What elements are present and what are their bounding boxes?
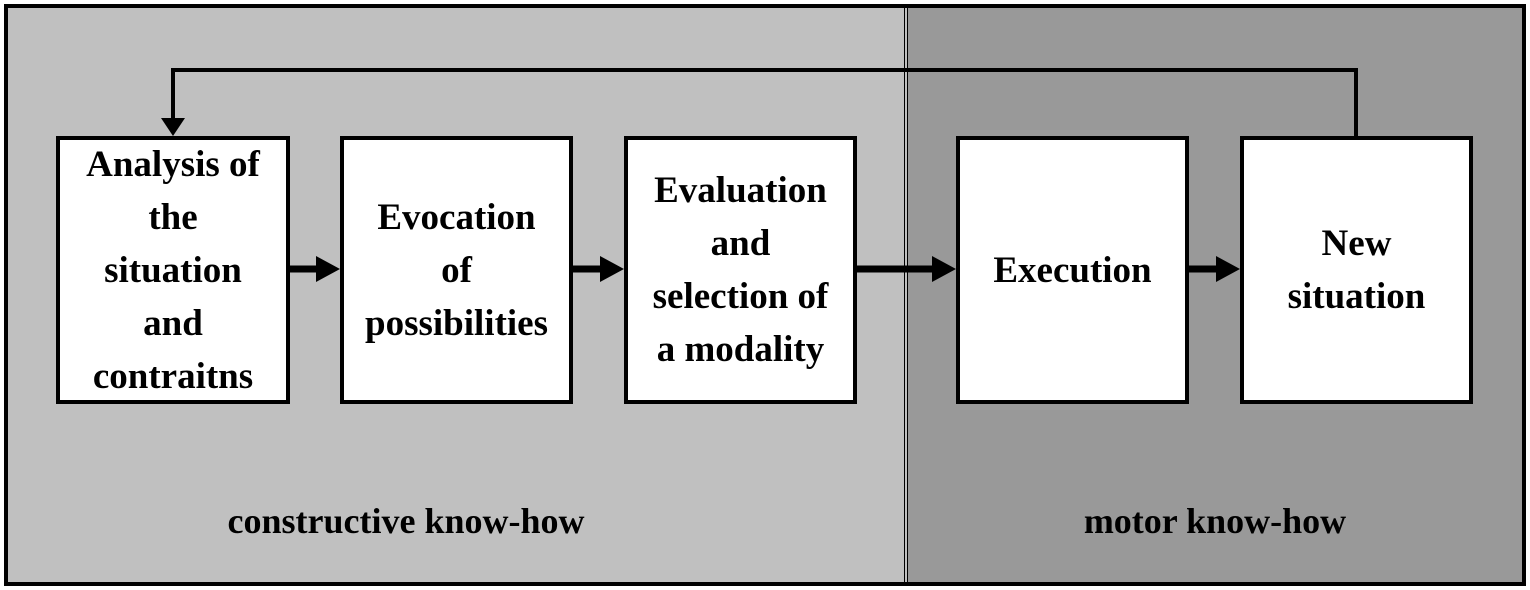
- constructive-know-how-label: constructive know-how: [227, 501, 585, 541]
- region-divider-left-line: [904, 8, 905, 582]
- evaluation-box: Evaluation and selection of a modality: [624, 136, 857, 404]
- execution-box: Execution: [956, 136, 1189, 404]
- arrowhead-analysis-to-evocation: [316, 256, 340, 282]
- new-situation-label: New situation: [1287, 223, 1426, 317]
- motor-know-how-label: motor know-how: [1083, 501, 1347, 541]
- arrowhead-evaluation-to-execution: [932, 256, 956, 282]
- analysis-label: Analysis of the situation and contraitns: [86, 143, 260, 397]
- analysis-box: Analysis of the situation and contraitns: [56, 136, 290, 404]
- execution-label: Execution: [993, 249, 1152, 291]
- arrowhead-execution-to-new-situation: [1216, 256, 1240, 282]
- evocation-box: Evocation of possibilities: [340, 136, 573, 404]
- region-divider-right-line: [907, 8, 908, 582]
- feedback-loop-arrowhead: [161, 118, 185, 136]
- evaluation-label: Evaluation and selection of a modality: [652, 170, 829, 370]
- arrowhead-evocation-to-evaluation: [600, 256, 624, 282]
- evocation-label: Evocation of possibilities: [365, 196, 548, 344]
- feedback-loop-line: [171, 68, 1358, 136]
- new-situation-box: New situation: [1240, 136, 1473, 404]
